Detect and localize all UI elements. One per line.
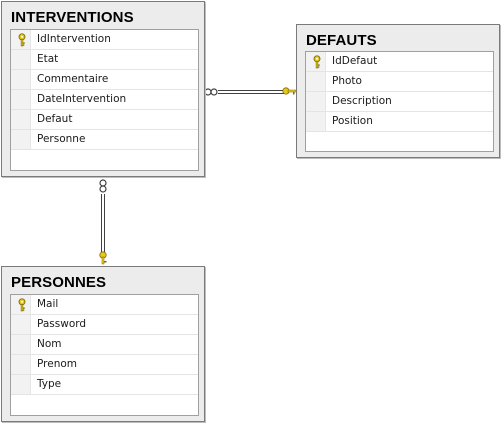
row-selector bbox=[306, 112, 326, 131]
column-name: Personne bbox=[37, 133, 86, 145]
primary-key-icon bbox=[313, 55, 321, 69]
row-selector bbox=[11, 50, 31, 69]
column-name: Mail bbox=[37, 298, 59, 310]
relation-interventions-personnes[interactable] bbox=[99, 179, 107, 265]
row-selector bbox=[11, 375, 31, 394]
column-row[interactable]: Etat bbox=[11, 50, 198, 70]
column-name: Etat bbox=[37, 53, 59, 65]
column-row[interactable]: Photo bbox=[306, 72, 493, 92]
column-row[interactable]: Personne bbox=[11, 130, 198, 150]
column-name: Type bbox=[37, 378, 62, 390]
column-name: Description bbox=[332, 95, 392, 107]
row-selector bbox=[306, 72, 326, 91]
key-icon bbox=[99, 251, 107, 265]
column-row[interactable]: Commentaire bbox=[11, 70, 198, 90]
column-row[interactable]: Description bbox=[306, 92, 493, 112]
row-selector bbox=[11, 130, 31, 149]
column-grid: IdIntervention Etat Commentaire DateInte… bbox=[10, 29, 199, 171]
column-row[interactable]: Type bbox=[11, 375, 198, 395]
column-name: Photo bbox=[332, 75, 362, 87]
column-row[interactable]: Defaut bbox=[11, 110, 198, 130]
key-icon bbox=[282, 87, 297, 95]
column-name: Commentaire bbox=[37, 73, 109, 85]
column-name: Position bbox=[332, 115, 373, 127]
table-personnes[interactable]: PERSONNES Mail Password Nom Prenom bbox=[1, 266, 205, 422]
row-selector bbox=[11, 355, 31, 374]
column-row[interactable]: Nom bbox=[11, 335, 198, 355]
column-name: Password bbox=[37, 318, 87, 330]
table-title: INTERVENTIONS bbox=[11, 9, 134, 26]
row-selector bbox=[11, 335, 31, 354]
column-name: Nom bbox=[37, 338, 62, 350]
column-row[interactable]: Prenom bbox=[11, 355, 198, 375]
primary-key-icon bbox=[18, 298, 26, 312]
table-title: DEFAUTS bbox=[306, 32, 377, 49]
primary-key-icon bbox=[18, 33, 26, 47]
row-selector bbox=[11, 110, 31, 129]
row-selector bbox=[11, 315, 31, 334]
column-name: IdIntervention bbox=[37, 33, 111, 45]
row-selector bbox=[11, 90, 31, 109]
table-defauts[interactable]: DEFAUTS IdDefaut Photo Description Posit… bbox=[296, 24, 500, 158]
column-row[interactable]: Position bbox=[306, 112, 493, 132]
relation-interventions-defauts[interactable] bbox=[204, 87, 297, 96]
column-row[interactable]: DateIntervention bbox=[11, 90, 198, 110]
table-interventions[interactable]: INTERVENTIONS IdIntervention Etat Commen… bbox=[1, 1, 205, 177]
column-row[interactable]: IdDefaut bbox=[306, 52, 493, 72]
column-name: Prenom bbox=[37, 358, 78, 370]
column-row[interactable]: Password bbox=[11, 315, 198, 335]
infinity-icon bbox=[204, 88, 218, 96]
row-selector bbox=[11, 70, 31, 89]
table-title: PERSONNES bbox=[11, 274, 107, 291]
column-row[interactable]: Mail bbox=[11, 295, 198, 315]
column-name: Defaut bbox=[37, 113, 73, 125]
column-name: DateIntervention bbox=[37, 93, 127, 105]
column-grid: IdDefaut Photo Description Position bbox=[305, 51, 494, 152]
column-grid: Mail Password Nom Prenom Type bbox=[10, 294, 199, 416]
infinity-icon bbox=[99, 179, 107, 193]
column-name: IdDefaut bbox=[332, 55, 378, 67]
column-row[interactable]: IdIntervention bbox=[11, 30, 198, 50]
row-selector bbox=[306, 92, 326, 111]
